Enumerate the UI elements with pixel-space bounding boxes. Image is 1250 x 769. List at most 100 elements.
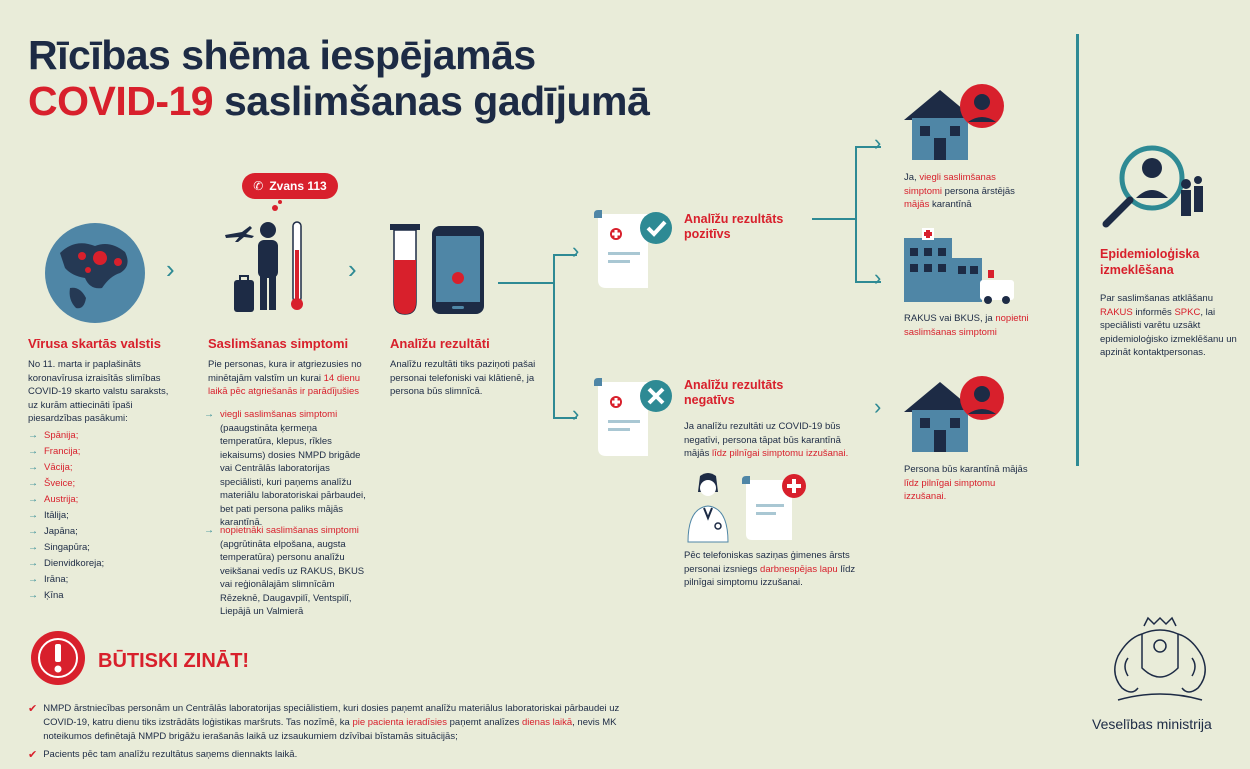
test-tube-phone-icon <box>390 224 484 315</box>
flow-line <box>498 282 554 284</box>
call-113-label: Zvans 113 <box>269 179 327 193</box>
country-item: → Francija; <box>28 444 178 460</box>
country-name: Vācija; <box>44 462 73 473</box>
country-item: → Spānija; <box>28 428 178 444</box>
country-name: Šveice; <box>44 478 76 489</box>
traveler-thermometer-icon <box>225 200 303 312</box>
title-line-1: Rīcības shēma iespējamās <box>28 32 536 78</box>
chevron-right-icon: › <box>348 254 357 284</box>
flow-line <box>855 281 881 283</box>
country-item: → Japāna; <box>28 524 178 540</box>
page-title: Rīcības shēma iespējamās COVID-19 saslim… <box>28 32 650 124</box>
chevron-right-icon: › <box>874 265 882 290</box>
arrow-right-icon: → <box>28 430 38 441</box>
col1-text: No 11. marta ir paplašināts koronavīrusa… <box>28 359 169 424</box>
title-line-2: COVID-19 saslimšanas gadījumā <box>28 78 650 124</box>
chevron-right-icon: › <box>874 394 882 419</box>
doctor-note-text: Pēc telefoniskas saziņas ģimenes ārsts p… <box>684 550 856 588</box>
phone-icon: ✆ <box>253 179 264 193</box>
negative-heading-line-2: negatīvs <box>684 393 735 407</box>
flow-line <box>553 254 577 256</box>
negative-heading: Analīžu rezultāts negatīvs <box>684 378 783 408</box>
home-mild-text: Ja, viegli saslimšanas simptomi persona … <box>904 172 1015 210</box>
title-line-2-rest: saslimšanas gadījumā <box>213 78 650 124</box>
epi-heading: Epidemioloģiska izmeklēšana <box>1100 246 1199 278</box>
exclamation-icon <box>31 631 85 685</box>
ministry-name: Veselības ministrija <box>1092 716 1212 732</box>
country-name: Ķīna <box>44 590 64 601</box>
country-item: → Ķīna <box>28 588 178 604</box>
epi-heading-line-1: Epidemioloģiska <box>1100 247 1200 261</box>
country-name: Dienvidkoreja; <box>44 558 105 569</box>
chevron-right-icon: › <box>572 401 580 426</box>
chevron-right-icon: › <box>874 130 882 155</box>
country-item: → Dienvidkoreja; <box>28 556 178 572</box>
arrow-right-icon: → <box>204 409 214 420</box>
important-heading: BŪTISKI ZINĀT! <box>98 650 250 672</box>
country-item: →Irāna; <box>28 572 178 588</box>
check-icon: ✔ <box>28 703 38 715</box>
arrow-right-icon: → <box>28 558 38 569</box>
arrow-right-icon: → <box>28 478 38 489</box>
negative-result-document-icon <box>594 378 672 456</box>
hospital-text: RAKUS vai BKUS, ja nopietni saslimšanas … <box>904 313 1029 338</box>
positive-result-document-icon <box>594 210 672 288</box>
flow-line <box>553 417 577 419</box>
negative-text: Ja analīžu rezultāti uz COVID-19 būs neg… <box>684 421 849 459</box>
col3-text: Analīžu rezultāti tiks paziņoti pašai pe… <box>390 359 536 397</box>
country-name: Francija; <box>44 446 81 457</box>
home-quarantine-icon <box>904 84 1004 160</box>
arrow-right-icon: → <box>28 446 38 457</box>
positive-heading: Analīžu rezultāts pozitīvs <box>684 212 783 242</box>
arrow-right-icon: → <box>28 542 38 553</box>
magnifier-investigation-icon <box>1102 145 1203 228</box>
hospital-ambulance-icon <box>904 228 1014 304</box>
col2-severe-text: (apgrūtināta elpošana, augsta temperatūr… <box>220 538 365 618</box>
positive-heading-line-1: Analīžu rezultāts <box>684 212 784 226</box>
country-item: → Šveice; <box>28 476 178 492</box>
flow-line <box>855 146 881 148</box>
country-item: → Singapūra; <box>28 540 178 556</box>
epi-heading-line-2: izmeklēšana <box>1100 263 1174 277</box>
col2-mild-text: (paaugstināta ķermeņa temperatūra, klepu… <box>220 422 366 529</box>
country-name: Itālija; <box>44 510 69 521</box>
doctor-sick-note-icon <box>687 473 806 543</box>
col2-mild: →viegli saslimšanas simptomi (paaugstinā… <box>204 408 368 530</box>
home-quarantine-icon <box>904 376 1004 452</box>
arrow-right-icon: → <box>28 590 38 601</box>
check-icon: ✔ <box>28 749 38 761</box>
col2-intro: Pie personas, kura ir atgriezusies no mi… <box>208 359 362 397</box>
country-item: → Itālija; <box>28 508 178 524</box>
col1-heading: Vīrusa skartās valstis <box>28 336 161 351</box>
country-item: → Vācija; <box>28 460 178 476</box>
home-negative-text: Persona būs karantīnā mājās līdz pilnīga… <box>904 464 1028 502</box>
arrow-right-icon: → <box>28 510 38 521</box>
country-name: Spānija; <box>44 430 79 441</box>
positive-heading-line-2: pozitīvs <box>684 227 731 241</box>
arrow-right-icon: → <box>204 525 214 536</box>
arrow-right-icon: → <box>28 462 38 473</box>
country-name: Irāna; <box>44 574 69 585</box>
arrow-right-icon: → <box>28 526 38 537</box>
chevron-right-icon: › <box>166 254 175 284</box>
flow-line <box>553 254 555 418</box>
title-covid: COVID-19 <box>28 78 214 124</box>
important-note-2: ✔ Pacients pēc tam analīžu rezultātus sa… <box>28 749 298 761</box>
country-name: Singapūra; <box>44 542 90 553</box>
divider-line <box>1076 34 1079 466</box>
flow-line <box>812 218 856 220</box>
epi-text: Par saslimšanas atklāšanu RAKUS informēs… <box>1100 293 1237 358</box>
col2-heading: Saslimšanas simptomi <box>208 336 349 351</box>
call-113-badge: ✆ Zvans 113 <box>242 173 338 199</box>
flow-line <box>855 146 857 282</box>
country-name: Austrija; <box>44 494 79 505</box>
arrow-right-icon: → <box>28 494 38 505</box>
country-name: Japāna; <box>44 526 78 537</box>
negative-heading-line-1: Analīžu rezultāts <box>684 378 784 392</box>
col3-heading: Analīžu rezultāti <box>390 336 490 351</box>
important-note-1: ✔ NMPD ārstniecības personām un Centrālā… <box>28 703 620 742</box>
chevron-right-icon: › <box>572 238 580 263</box>
country-list: → Spānija; → Francija; → Vācija; → Šveice; → Aust… <box>28 428 178 604</box>
country-item: → Austrija; <box>28 492 178 508</box>
globe-icon <box>45 223 145 323</box>
